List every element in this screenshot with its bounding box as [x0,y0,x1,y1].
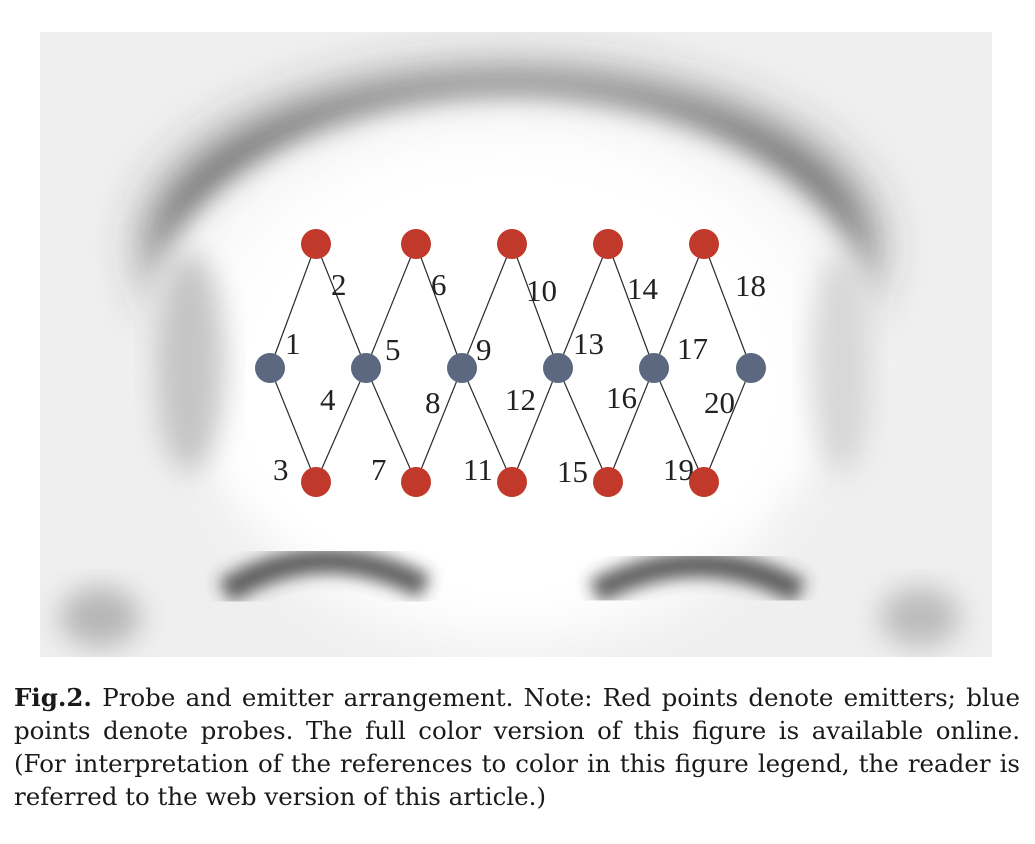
head-photo-background [40,32,992,657]
probe-dot [255,353,285,383]
channel-label-20: 20 [704,385,735,420]
emitter-dot [301,467,331,497]
emitter-dot [593,229,623,259]
channel-label-11: 11 [463,452,493,487]
emitter-dot [497,229,527,259]
channel-label-4: 4 [320,382,336,417]
emitter-dot [689,229,719,259]
probe-dot [639,353,669,383]
channel-label-6: 6 [431,267,447,302]
channel-label-7: 7 [371,452,387,487]
probe-dot [351,353,381,383]
figure-caption: Fig.2. Probe and emitter arrangement. No… [14,681,1020,813]
channel-label-13: 13 [573,326,604,361]
caption-text: Probe and emitter arrangement. Note: Red… [14,683,1020,811]
probe-dot [736,353,766,383]
emitter-dot [497,467,527,497]
channel-label-8: 8 [425,385,441,420]
emitter-dot [301,229,331,259]
channel-label-14: 14 [627,271,659,306]
emitter-dot [401,229,431,259]
channel-label-3: 3 [273,452,289,487]
channel-label-9: 9 [476,332,492,367]
emitter-dot [689,467,719,497]
probe-dot [543,353,573,383]
channel-label-15: 15 [557,454,588,489]
channel-label-2: 2 [331,267,347,302]
channel-label-16: 16 [606,380,637,415]
channel-label-12: 12 [505,382,536,417]
channel-label-1: 1 [285,326,301,361]
channel-label-5: 5 [385,332,401,367]
channel-label-10: 10 [526,273,557,308]
channel-label-18: 18 [735,268,766,303]
probe-dot [447,353,477,383]
emitter-dot [401,467,431,497]
channel-label-17: 17 [677,331,708,366]
caption-label: Fig.2. [14,683,92,712]
emitter-dot [593,467,623,497]
